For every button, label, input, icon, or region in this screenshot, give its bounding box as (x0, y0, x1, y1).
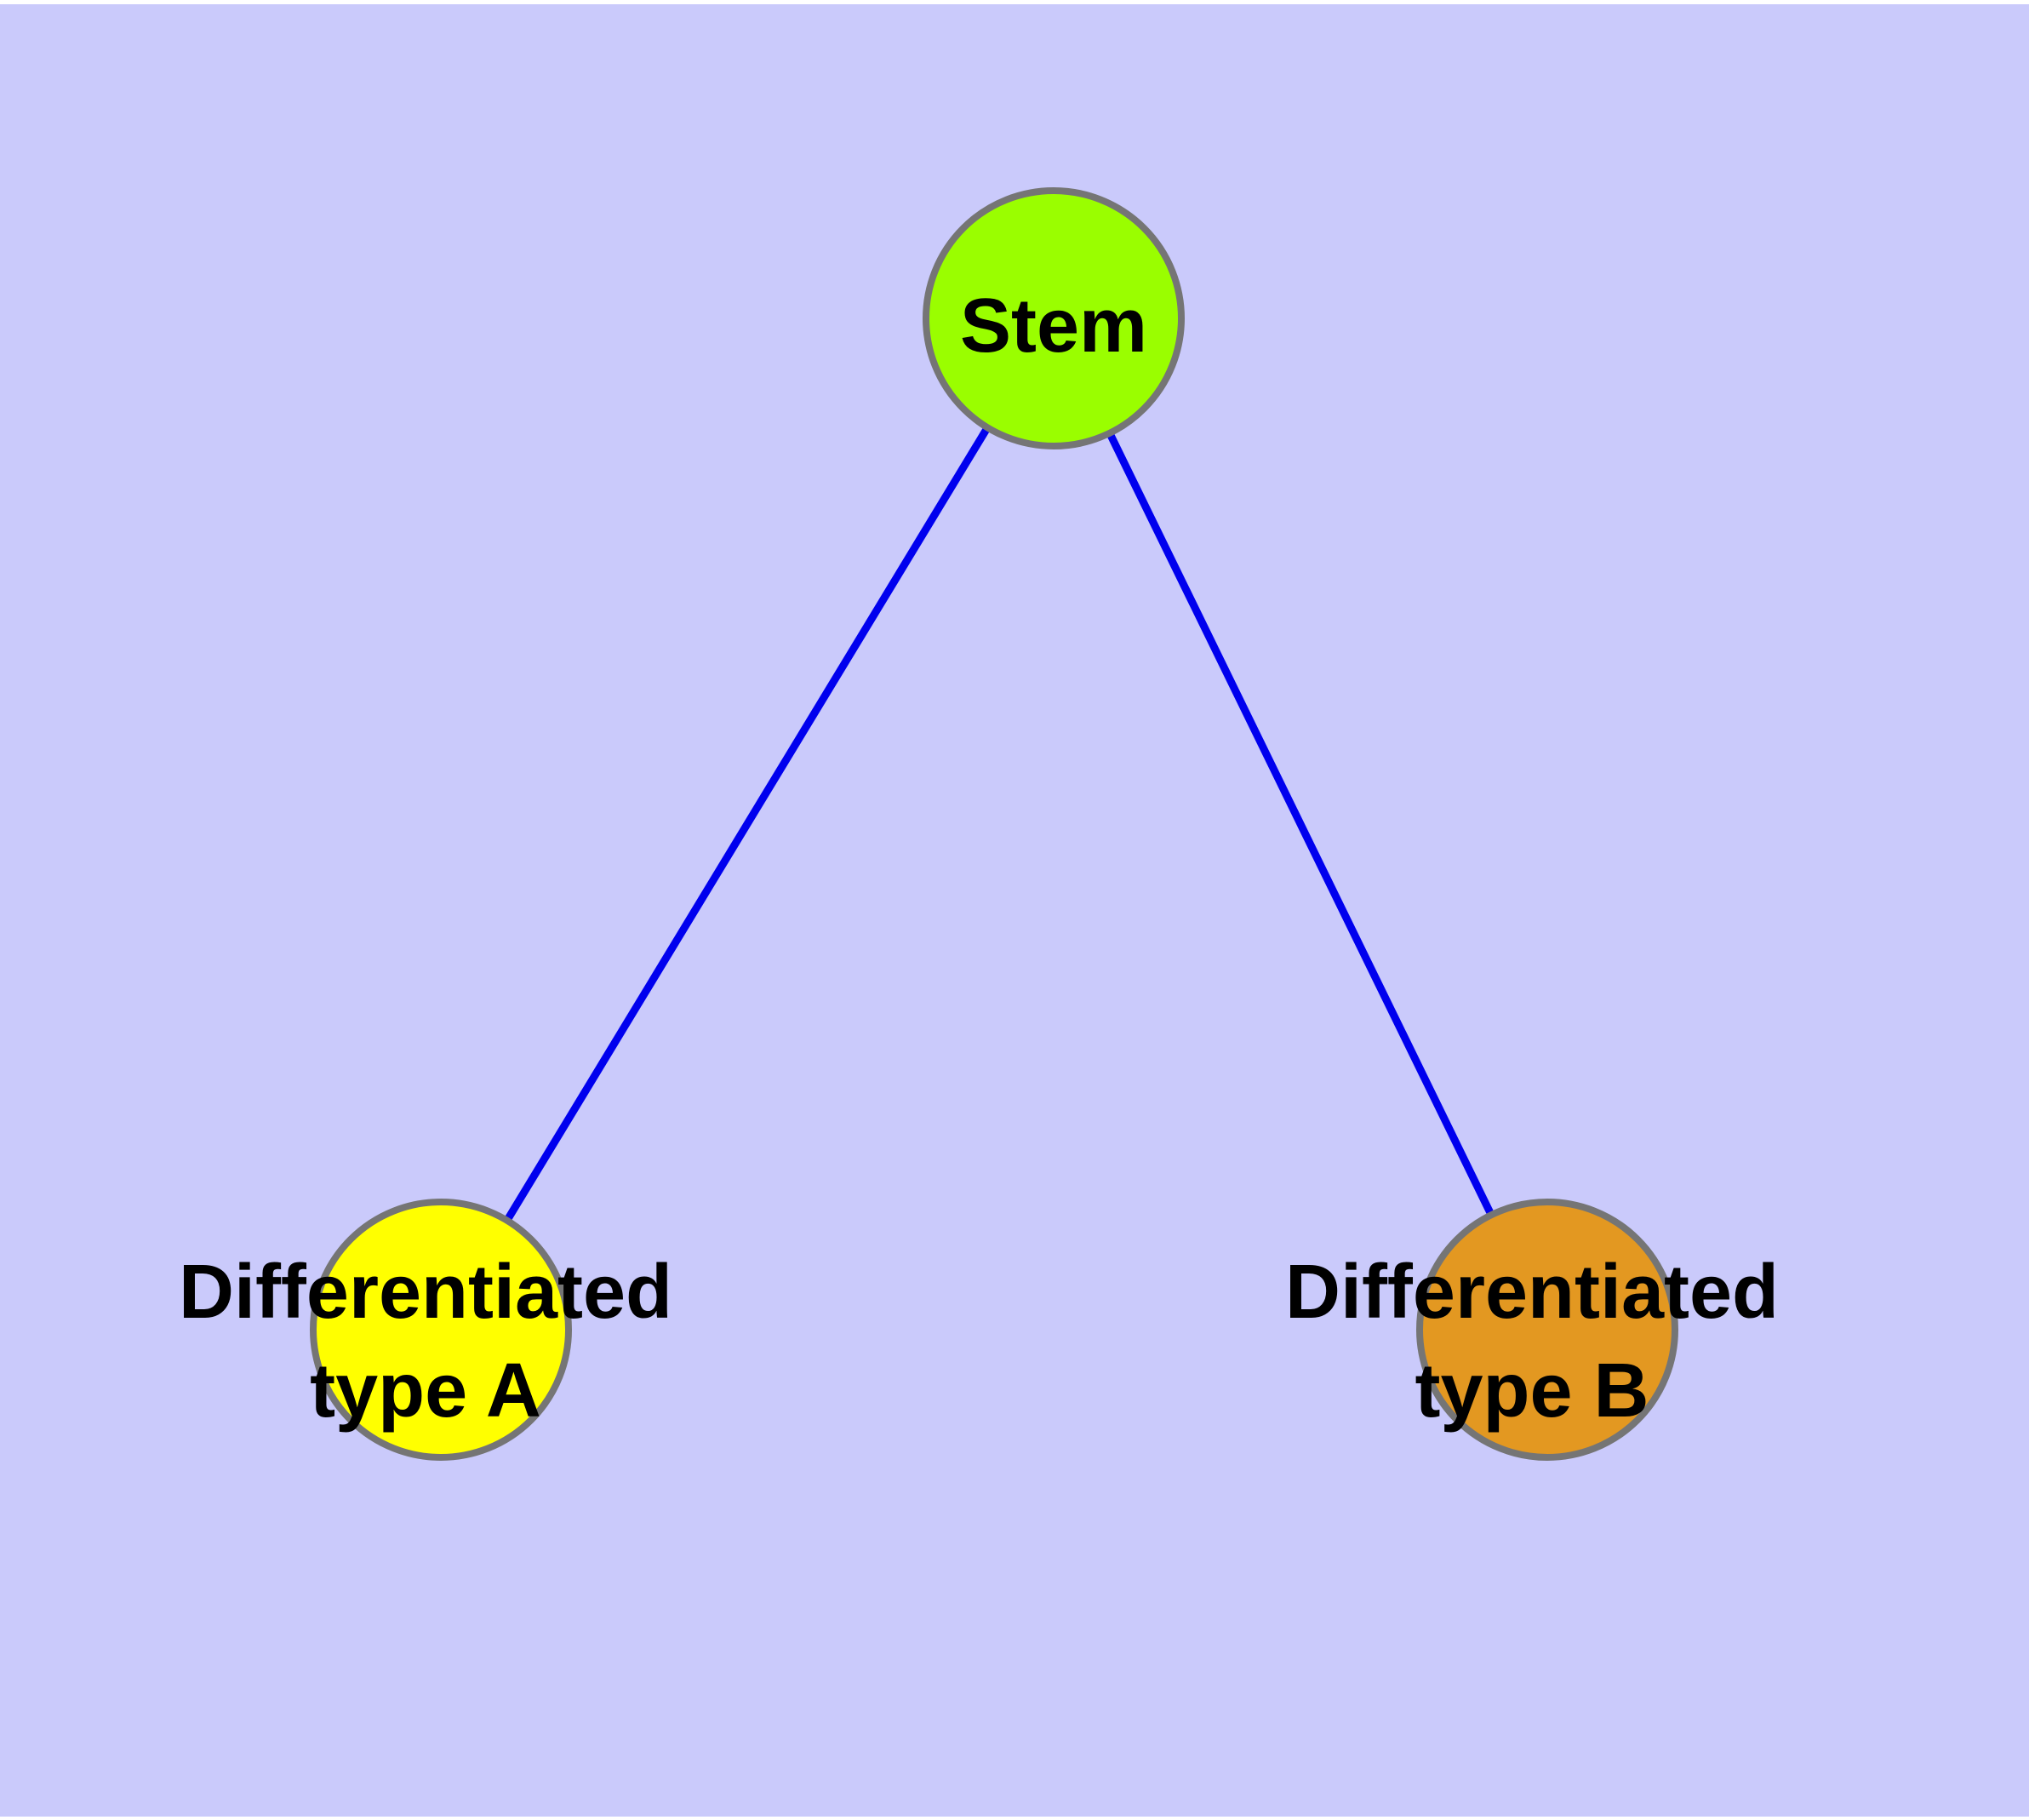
node-type-b-label-line1: Differentiated (1285, 1250, 1779, 1335)
node-type-b-label-line2: type B (1415, 1348, 1649, 1434)
node-stem (923, 187, 1185, 449)
node-differentiated-type-a (310, 1199, 572, 1461)
node-differentiated-type-b (1416, 1199, 1678, 1461)
node-type-a-label-line1: Differentiated (179, 1250, 672, 1335)
edge-stem-to-type-b (1049, 317, 1552, 1331)
node-type-a-label-line2: type A (310, 1348, 541, 1434)
node-stem-label: Stem (960, 283, 1147, 369)
edge-stem-to-type-a (437, 316, 1057, 1332)
